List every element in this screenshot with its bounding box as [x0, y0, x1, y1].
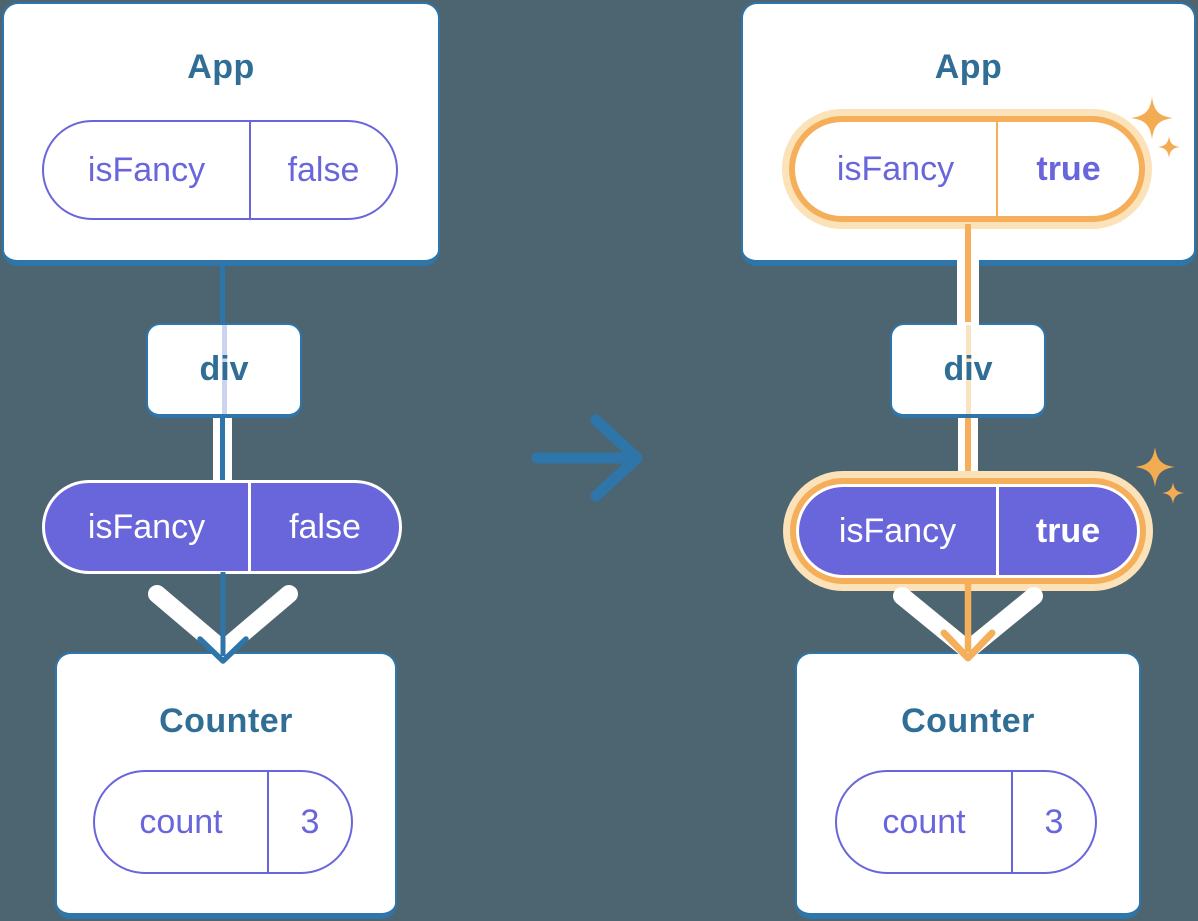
- prop-key: isFancy: [87, 507, 206, 546]
- state-key: isFancy: [836, 149, 955, 188]
- counter-state-pill: count 3: [93, 770, 353, 874]
- state-value: false: [249, 122, 396, 218]
- counter-card-after: Counter count 3: [795, 652, 1141, 919]
- props-double-line: [225, 418, 232, 481]
- counter-title: Counter: [159, 702, 293, 740]
- down-arrow-icon: [893, 584, 1043, 662]
- div-title: div: [943, 350, 993, 388]
- state-key: count: [139, 802, 223, 841]
- props-pill-after-highlighted: isFancy true: [790, 478, 1146, 584]
- state-value: 3: [1011, 772, 1095, 872]
- state-value: true: [996, 122, 1139, 216]
- props-pill-inner: isFancy true: [799, 487, 1137, 575]
- sparkles-icon: [1135, 447, 1184, 504]
- props-double-line: [213, 418, 220, 481]
- prop-value: true: [996, 487, 1137, 575]
- div-title: div: [199, 350, 249, 388]
- state-key: count: [882, 802, 966, 841]
- state-trace-line: [221, 325, 227, 414]
- parent-link-line: [220, 266, 225, 325]
- down-arrow-icon: [148, 572, 298, 664]
- app-card-after: App isFancy true: [741, 2, 1196, 266]
- prop-key: isFancy: [838, 511, 957, 550]
- state-pass-line: [965, 418, 971, 479]
- div-card-before: div: [146, 323, 302, 418]
- props-pill-before: isFancy false: [42, 480, 402, 574]
- props-double-line: [971, 418, 978, 479]
- prop-value: false: [248, 483, 399, 571]
- counter-title: Counter: [901, 702, 1035, 740]
- transition-arrow-icon: [531, 414, 643, 502]
- state-key: isFancy: [87, 150, 206, 189]
- state-trace-line-orange: [965, 224, 971, 322]
- div-card-after: div: [890, 323, 1046, 418]
- app-title: App: [934, 48, 1003, 86]
- counter-card-before: Counter count 3: [55, 652, 397, 919]
- state-pass-line: [220, 418, 225, 481]
- app-card-before: App isFancy false: [2, 2, 440, 266]
- counter-state-pill: count 3: [835, 770, 1097, 874]
- app-state-pill: isFancy false: [42, 120, 398, 220]
- sparkles-icon: [1131, 97, 1180, 158]
- state-value: 3: [267, 772, 351, 872]
- state-trace-line: [965, 325, 971, 414]
- app-state-pill-highlighted: isFancy true: [789, 116, 1145, 222]
- props-double-line: [958, 418, 965, 479]
- app-title: App: [187, 48, 255, 86]
